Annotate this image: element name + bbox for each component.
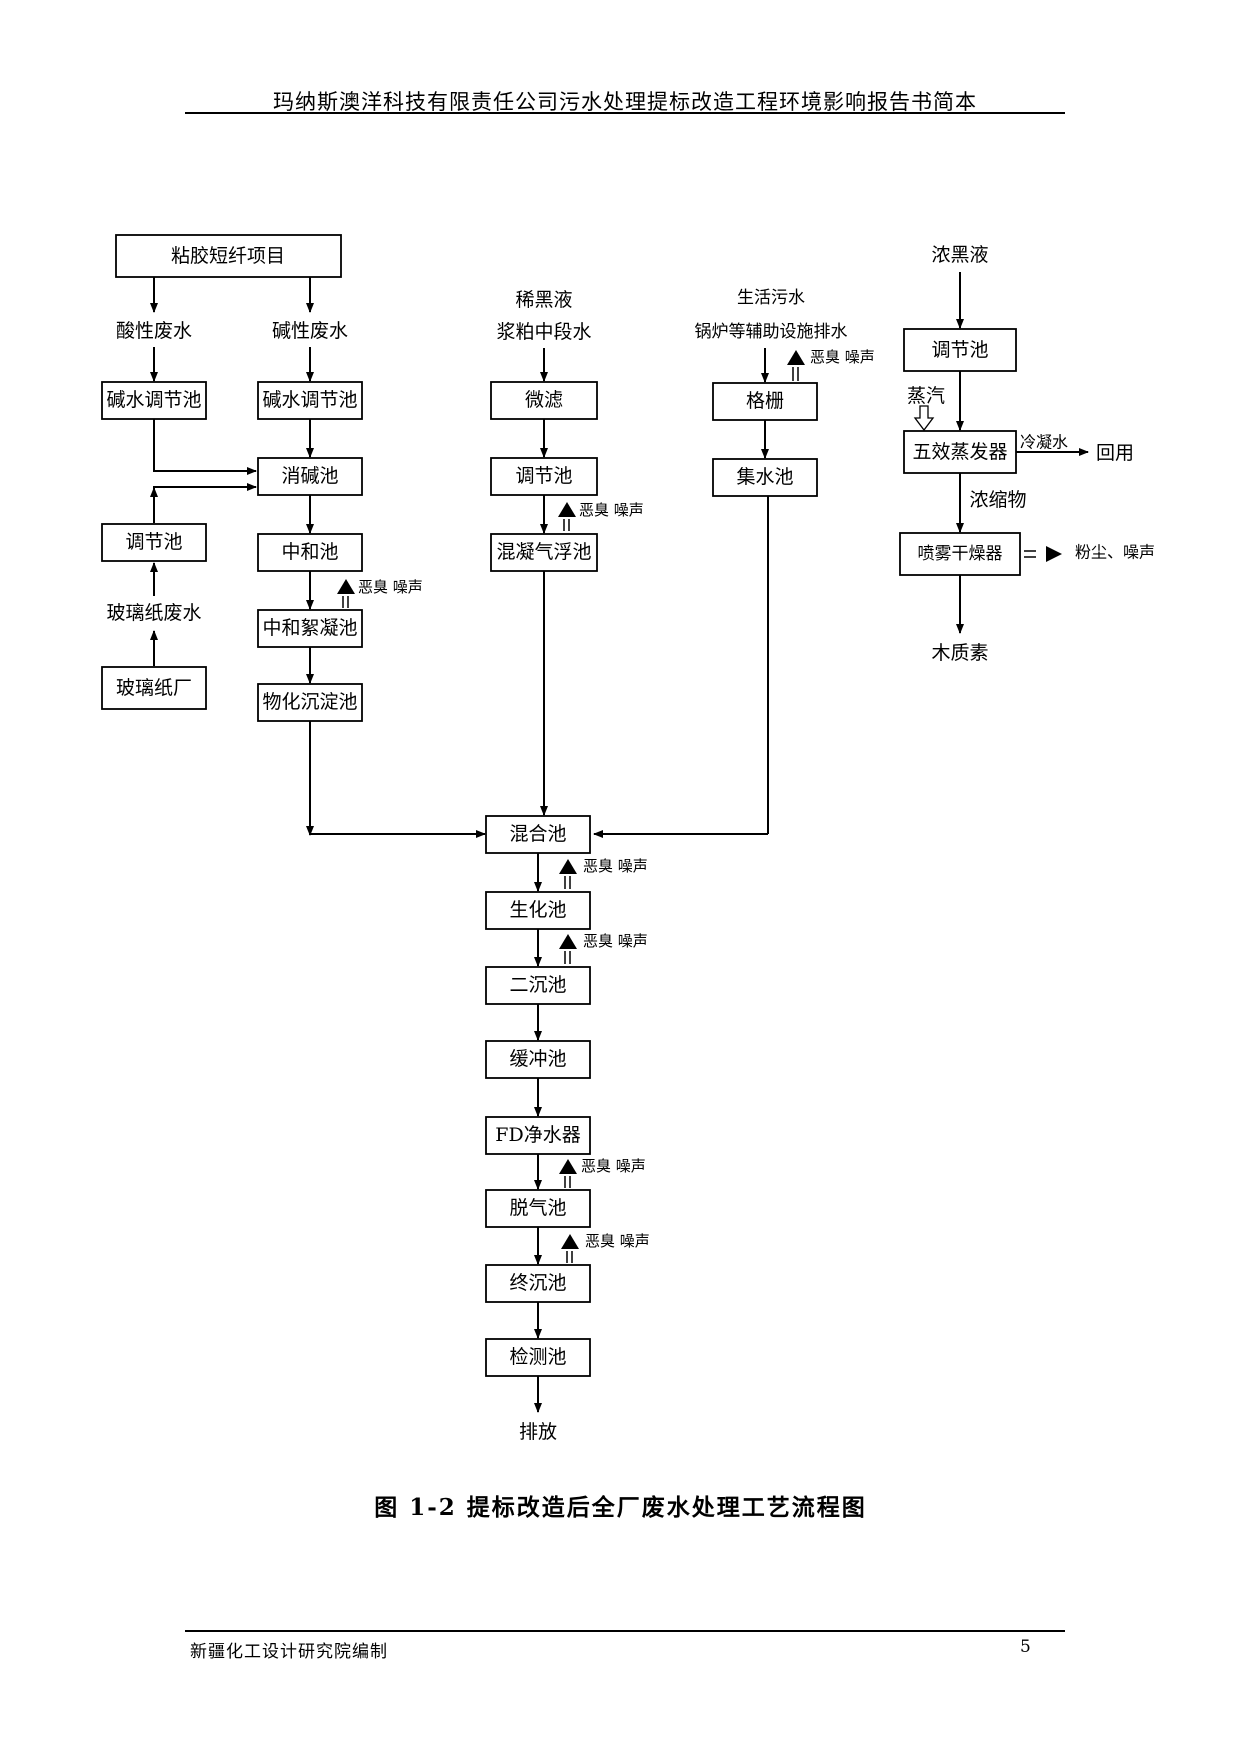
final-settling-pool: 终沉池 (485, 1264, 591, 1303)
odor-noise-emission-degas: 恶臭 噪声 (561, 1232, 650, 1263)
svg-text:生化池: 生化池 (509, 899, 566, 921)
footer-rule (185, 1630, 1065, 1632)
odor-noise-emission-pulp: 恶臭 噪声 (558, 501, 644, 531)
svg-text:混凝气浮池: 混凝气浮池 (496, 541, 591, 563)
svg-text:调节池: 调节池 (125, 531, 182, 553)
svg-text:微滤: 微滤 (525, 389, 563, 411)
svg-text:粘胶短纤项目: 粘胶短纤项目 (171, 245, 285, 267)
svg-text:碱水调节池: 碱水调节池 (106, 389, 201, 411)
svg-text:恶臭 噪声: 恶臭 噪声 (810, 348, 875, 366)
discharge-label: 排放 (519, 1421, 557, 1443)
micro-filter-box: 微滤 (490, 381, 598, 420)
svg-text:碱水调节池: 碱水调节池 (262, 389, 357, 411)
fd-purifier: FD净水器 (485, 1116, 591, 1155)
grille-box: 格栅 (712, 382, 818, 421)
buffer-pool: 缓冲池 (485, 1040, 591, 1079)
svg-text:物化沉淀池: 物化沉淀池 (262, 691, 357, 713)
odor-noise-emission-mixing: 恶臭 噪声 (559, 857, 648, 889)
physchem-settling-pool: 物化沉淀池 (257, 683, 363, 722)
lignin-label: 木质素 (931, 642, 988, 664)
svg-text:玻璃纸厂: 玻璃纸厂 (116, 677, 192, 699)
reuse-label: 回用 (1096, 442, 1134, 464)
page-header-title: 玛纳斯澳洋科技有限责任公司污水处理提标改造工程环境影响报告书简本 (273, 90, 977, 114)
spray-dryer: 喷雾干燥器 (899, 532, 1021, 576)
odor-noise-emission-neutral: 恶臭 噪声 (337, 578, 423, 608)
svg-text:调节池: 调节池 (931, 339, 988, 361)
neutral-flocculation-pool: 中和絮凝池 (257, 609, 363, 648)
footer-publisher: 新疆化工设计研究院编制 (190, 1642, 388, 1662)
mixing-pool: 混合池 (485, 815, 591, 854)
dust-noise-emission: 粉尘、噪声 (1024, 543, 1155, 562)
collect-pool: 集水池 (712, 458, 818, 497)
header-rule (185, 112, 1065, 114)
svg-text:FD净水器: FD净水器 (495, 1124, 580, 1146)
odor-noise-emission-grille: 恶臭 噪声 (787, 348, 875, 381)
svg-text:恶臭 噪声: 恶臭 噪声 (579, 501, 644, 519)
svg-text:恶臭 噪声: 恶臭 噪声 (585, 1232, 650, 1250)
svg-text:混合池: 混合池 (509, 823, 566, 845)
svg-text:调节池: 调节池 (515, 465, 572, 487)
biochem-pool: 生化池 (485, 891, 591, 930)
svg-text:格栅: 格栅 (746, 390, 784, 412)
alkali-wastewater-label: 碱性废水 (272, 320, 348, 342)
secondary-settling-pool: 二沉池 (485, 966, 591, 1005)
svg-text:粉尘、噪声: 粉尘、噪声 (1075, 543, 1155, 562)
svg-text:恶臭 噪声: 恶臭 噪声 (581, 1157, 646, 1175)
figure-caption: 图 1-2 提标改造后全厂废水处理工艺流程图 (374, 1494, 867, 1521)
alkali-adjust-pool-2: 碱水调节池 (257, 381, 363, 420)
svg-text:消碱池: 消碱池 (281, 465, 338, 487)
svg-text:中和池: 中和池 (281, 541, 338, 563)
pulp-middle-water-label: 浆粕中段水 (496, 321, 591, 343)
svg-text:恶臭 噪声: 恶臭 噪声 (583, 932, 648, 950)
svg-text:喷雾干燥器: 喷雾干燥器 (918, 544, 1003, 564)
page-number: 5 (1020, 1637, 1031, 1657)
testing-pool: 检测池 (485, 1338, 591, 1377)
svg-text:恶臭 噪声: 恶臭 噪声 (358, 578, 423, 596)
arrow-adjust1-to-dealkali (153, 419, 257, 475)
steam-label: 蒸汽 (907, 385, 945, 407)
svg-text:五效蒸发器: 五效蒸发器 (912, 441, 1007, 463)
concentrated-black-liquor-label: 浓黑液 (931, 244, 988, 266)
alkali-adjust-pool-1: 碱水调节池 (101, 381, 207, 420)
odor-noise-emission-biochem: 恶臭 噪声 (559, 932, 648, 964)
condensate-label: 冷凝水 (1020, 433, 1068, 452)
steam-input-arrow (913, 405, 935, 432)
viscose-project-box: 粘胶短纤项目 (115, 234, 342, 278)
dilute-black-liquor-label: 稀黑液 (515, 289, 572, 311)
svg-text:检测池: 检测池 (509, 1346, 566, 1368)
svg-text:中和絮凝池: 中和絮凝池 (262, 617, 357, 639)
boiler-aux-drain-label: 锅炉等辅助设施排水 (695, 322, 848, 342)
de-alkali-pool: 消碱池 (257, 457, 363, 496)
adjust-pool-black: 调节池 (903, 328, 1017, 372)
adjust-pool-pulp: 调节池 (490, 457, 598, 496)
coag-flotation-pool: 混凝气浮池 (490, 533, 598, 572)
domestic-sewage-label: 生活污水 (737, 288, 805, 308)
svg-text:二沉池: 二沉池 (509, 974, 566, 996)
degas-pool: 脱气池 (485, 1189, 591, 1228)
glass-paper-plant-box: 玻璃纸厂 (101, 666, 207, 710)
glass-paper-wastewater-label: 玻璃纸废水 (106, 602, 201, 624)
concentrate-label: 浓缩物 (969, 489, 1026, 511)
neutral-pool: 中和池 (257, 533, 363, 572)
odor-noise-emission-fd: 恶臭 噪声 (559, 1157, 646, 1188)
arrow-glass-adjust-to-dealkali (153, 483, 257, 523)
svg-text:恶臭 噪声: 恶臭 噪声 (583, 857, 648, 875)
svg-text:脱气池: 脱气池 (509, 1197, 566, 1219)
adjust-pool-glass: 调节池 (101, 523, 207, 562)
acid-wastewater-label: 酸性废水 (116, 320, 192, 342)
svg-text:终沉池: 终沉池 (509, 1272, 566, 1294)
five-effect-evaporator: 五效蒸发器 (903, 430, 1017, 474)
svg-text:缓冲池: 缓冲池 (509, 1048, 566, 1070)
svg-text:集水池: 集水池 (736, 466, 793, 488)
